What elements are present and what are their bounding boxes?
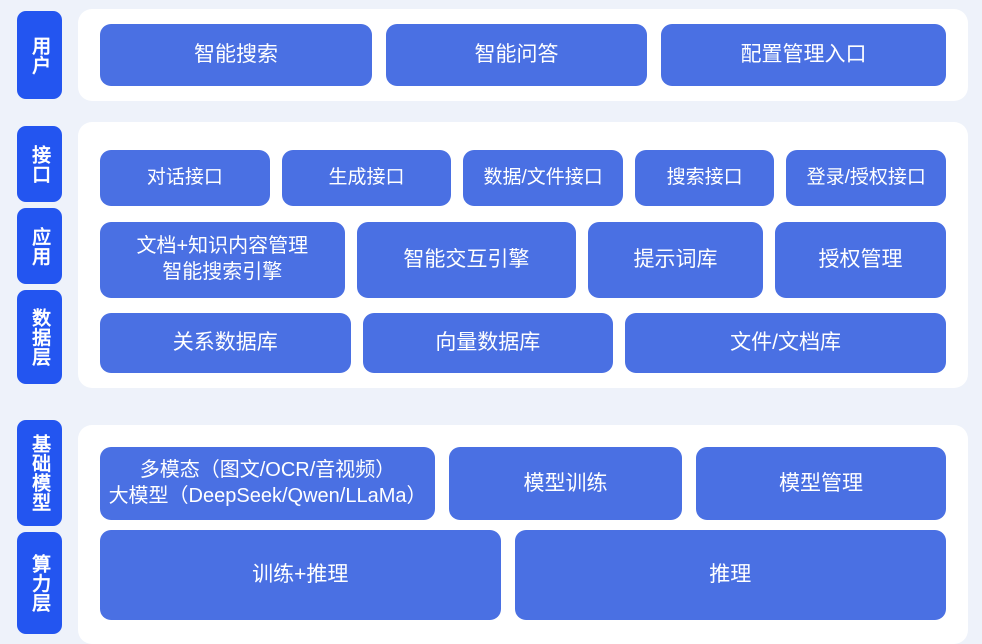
- tag-column-user: 用户: [17, 11, 62, 99]
- layer-tag-data[interactable]: 数据层: [17, 290, 62, 384]
- box-dialog-api[interactable]: 对话接口: [100, 150, 270, 206]
- row-foundation-model: 多模态（图文/OCR/音视频） 大模型（DeepSeek/Qwen/LLaMa）…: [100, 447, 947, 520]
- layer-tag-application[interactable]: 应用: [17, 208, 62, 284]
- panel-infrastructure: 多模态（图文/OCR/音视频） 大模型（DeepSeek/Qwen/LLaMa）…: [78, 425, 968, 644]
- section-infrastructure: 基础模型 算力层 多模态（图文/OCR/音视频） 大模型（DeepSeek/Qw…: [0, 414, 982, 644]
- tag-column-platform: 接口 应用 数据层: [17, 126, 62, 386]
- box-generation-api[interactable]: 生成接口: [281, 150, 452, 206]
- box-data-file-api[interactable]: 数据/文件接口: [463, 150, 623, 206]
- row-user-entries: 智能搜索 智能问答 配置管理入口: [100, 24, 946, 86]
- row-interface: 对话接口 生成接口 数据/文件接口 搜索接口 登录/授权接口: [100, 150, 946, 206]
- box-relational-database[interactable]: 关系数据库: [100, 313, 351, 373]
- layer-tag-compute[interactable]: 算力层: [17, 532, 62, 634]
- section-platform: 接口 应用 数据层 对话接口 生成接口 数据/文件接口 搜索接口 登录/授权接口…: [0, 122, 982, 390]
- box-file-document-store[interactable]: 文件/文档库: [625, 313, 946, 373]
- row-application: 文档+知识内容管理 智能搜索引擎 智能交互引擎 提示词库 授权管理: [100, 222, 946, 298]
- box-login-auth-api[interactable]: 登录/授权接口: [786, 150, 946, 206]
- box-authorization-management[interactable]: 授权管理: [774, 222, 946, 298]
- section-user: 用户 智能搜索 智能问答 配置管理入口: [0, 0, 982, 110]
- box-prompt-library[interactable]: 提示词库: [588, 222, 763, 298]
- box-config-management-entry[interactable]: 配置管理入口: [660, 24, 946, 86]
- layer-tag-user[interactable]: 用户: [17, 11, 62, 99]
- panel-user: 智能搜索 智能问答 配置管理入口: [78, 9, 968, 101]
- box-training-and-inference[interactable]: 训练+推理: [100, 530, 501, 620]
- row-data: 关系数据库 向量数据库 文件/文档库: [100, 313, 946, 373]
- panel-platform: 对话接口 生成接口 数据/文件接口 搜索接口 登录/授权接口 文档+知识内容管理…: [78, 122, 968, 388]
- tag-column-infrastructure: 基础模型 算力层: [17, 420, 62, 640]
- box-multimodal-large-model[interactable]: 多模态（图文/OCR/音视频） 大模型（DeepSeek/Qwen/LLaMa）: [100, 447, 436, 520]
- layer-tag-interface[interactable]: 接口: [17, 126, 62, 202]
- box-inference[interactable]: 推理: [514, 530, 946, 620]
- box-smart-qa[interactable]: 智能问答: [386, 24, 647, 86]
- box-doc-knowledge-management[interactable]: 文档+知识内容管理 智能搜索引擎: [100, 222, 345, 298]
- box-smart-interaction-engine[interactable]: 智能交互引擎: [356, 222, 577, 298]
- box-model-training[interactable]: 模型训练: [449, 447, 683, 520]
- box-smart-search[interactable]: 智能搜索: [100, 24, 373, 86]
- box-vector-database[interactable]: 向量数据库: [362, 313, 614, 373]
- box-search-api[interactable]: 搜索接口: [634, 150, 775, 206]
- row-compute: 训练+推理 推理: [100, 530, 946, 620]
- box-model-management[interactable]: 模型管理: [696, 447, 947, 520]
- layer-tag-foundation-model[interactable]: 基础模型: [17, 420, 62, 526]
